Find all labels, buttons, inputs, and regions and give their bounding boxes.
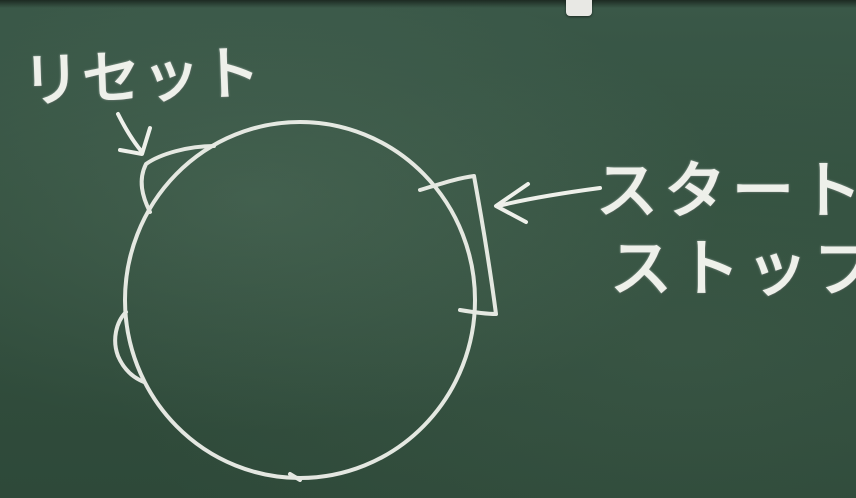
start-stop-button-sketch — [418, 174, 498, 316]
stopwatch-body-outline — [123, 120, 477, 480]
start-label: スタート — [596, 154, 856, 227]
magnet — [566, 0, 592, 16]
arrow-down-right-icon — [116, 112, 152, 156]
stop-label: ストップ — [610, 232, 856, 305]
reset-button-sketch — [139, 144, 216, 214]
reset-label: リセット — [21, 38, 264, 116]
board-top-edge — [0, 0, 856, 8]
side-nub-sketch — [113, 310, 146, 384]
bottom-tick — [288, 472, 302, 482]
arrow-left-icon — [494, 182, 602, 224]
